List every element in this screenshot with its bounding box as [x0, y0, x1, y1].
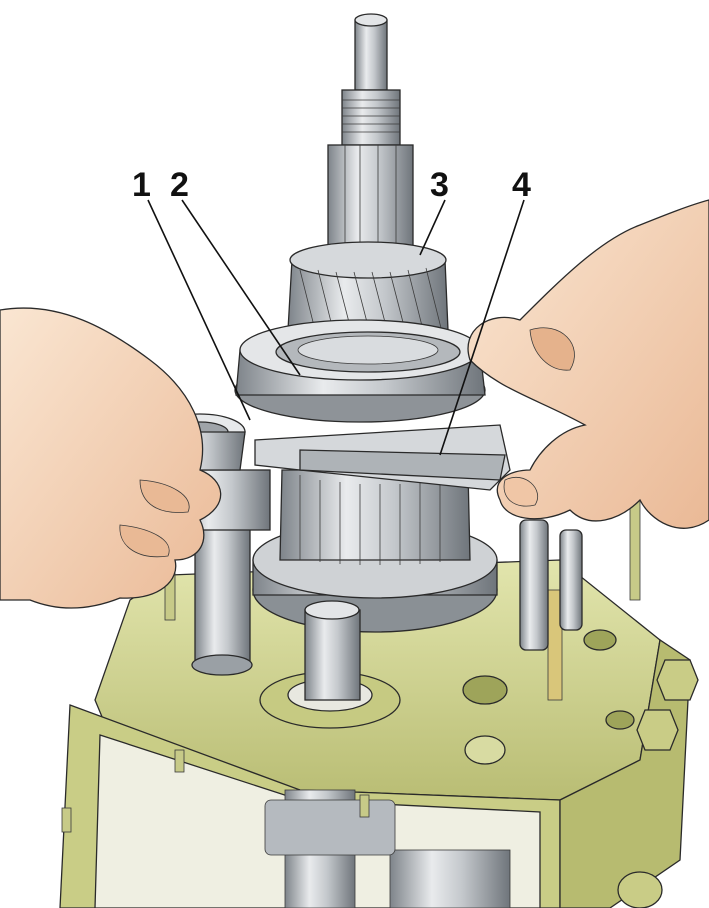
lower-gear-stack [252, 469, 498, 701]
right-hand [467, 199, 709, 529]
callout-label-2: 2 [170, 166, 189, 204]
leader-line-1 [147, 199, 251, 421]
callout-label-3: 3 [430, 166, 449, 204]
helical-gear [287, 241, 449, 331]
synchronizer-ring [234, 319, 486, 423]
gearbox-housing [59, 479, 699, 908]
shift-rods [519, 519, 583, 651]
leader-line-2 [181, 199, 301, 376]
leader-line-3 [419, 199, 446, 256]
callout-label-1: 1 [132, 166, 151, 204]
callout-label-4: 4 [512, 166, 531, 204]
leader-line-4 [439, 199, 525, 456]
callout-labels: 1 2 3 4 [132, 166, 531, 204]
main-shaft [327, 13, 414, 271]
leader-lines [147, 199, 525, 456]
left-hand [0, 307, 222, 609]
